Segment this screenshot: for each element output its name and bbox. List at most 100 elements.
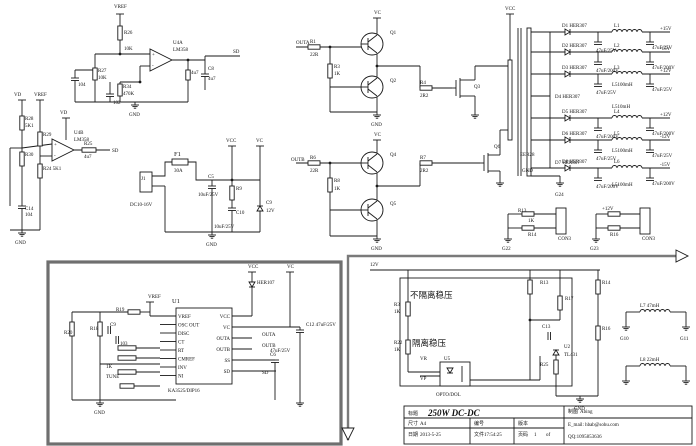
wire bbox=[21, 143, 53, 149]
title-block-sheet: 1 bbox=[534, 433, 537, 438]
inductor-l7-label: L7 47mH bbox=[640, 304, 660, 309]
transistor-q2 bbox=[360, 75, 384, 99]
resistor-r31-ref: R24 5K1 bbox=[43, 167, 62, 172]
resistor-r14-ref: R14 bbox=[528, 233, 537, 238]
hv-cap-6 bbox=[594, 177, 602, 181]
inductor-coil bbox=[611, 71, 643, 75]
hv-inductor-label-6: L6 bbox=[614, 160, 620, 165]
tl431-u2 bbox=[552, 349, 560, 356]
hv-diode-label-3: D3 HER307 bbox=[562, 66, 587, 71]
title-block-of: of bbox=[546, 433, 551, 438]
cap-c6-value: 47uF/25V bbox=[270, 349, 291, 354]
ic-u1-part: KA3525/DIP16 bbox=[168, 389, 200, 394]
resistor-r22-value: 1K bbox=[394, 348, 401, 353]
resistor-r7-value: 2R2 bbox=[420, 169, 429, 174]
p12-label-right: +12V bbox=[602, 207, 614, 212]
title-block-rev-label: 版本 bbox=[518, 420, 528, 427]
ground-symbol bbox=[373, 236, 381, 243]
transistor-q5-ref: Q5 bbox=[390, 202, 397, 207]
title-block-title-label: 标题 bbox=[408, 410, 418, 417]
capacitor-c9 bbox=[107, 326, 111, 334]
cap-c5-ref: C5 bbox=[208, 175, 214, 180]
hv-cap-out-value-6: 47uF/200V bbox=[652, 182, 675, 187]
vref-label-2: VREF bbox=[34, 93, 47, 98]
capacitor-c13 bbox=[547, 332, 551, 340]
connector-j2 bbox=[555, 207, 567, 235]
optocoupler-u5-part: OPTO/DOL bbox=[436, 393, 461, 398]
v12-label: 12V bbox=[370, 263, 379, 268]
resistor-r17 bbox=[557, 295, 563, 311]
ic-u1-pin-right-2: OUTA bbox=[217, 337, 231, 342]
title-block-size-label: 尺寸 bbox=[408, 420, 418, 427]
gnd-g23: G23 bbox=[590, 247, 599, 252]
hv-cap-out-value-2: 47uF/200V bbox=[652, 66, 675, 71]
hv-inductor-1 bbox=[611, 29, 643, 33]
connector-j3-label: CON3 bbox=[642, 237, 656, 242]
vref-label-u1: VREF bbox=[148, 295, 161, 300]
hv-cap-1 bbox=[594, 41, 602, 45]
resistor-r14 bbox=[521, 225, 535, 231]
fuse-f1-value: 30A bbox=[174, 169, 183, 174]
tl431-part: TL431 bbox=[564, 353, 578, 358]
resistor-r35 bbox=[185, 69, 191, 81]
resistor-r14b-ref: R14 bbox=[602, 281, 611, 286]
hv-cap-value-3: 47uF/25V bbox=[596, 91, 617, 96]
cap-c17-value: 104 bbox=[78, 83, 86, 88]
hv-inductor-label-3: L3 bbox=[614, 66, 620, 71]
hv-output-label-6: -15V bbox=[660, 163, 671, 168]
capacitor-c21 bbox=[18, 205, 26, 209]
inductor-coil bbox=[611, 49, 643, 53]
capacitor-c11 bbox=[115, 336, 119, 344]
title-block-date-label: 日期 bbox=[408, 432, 418, 438]
hv-cap-out-4 bbox=[646, 127, 654, 131]
hv-cap-out-value-1: 47uF/25V bbox=[652, 46, 673, 51]
cap-c8-value: 4u7 bbox=[191, 71, 199, 76]
hv-diode-1 bbox=[564, 28, 571, 36]
inductor-coil bbox=[611, 165, 643, 169]
diode-d10-value: HER107 bbox=[257, 281, 275, 286]
hv-inductor-value-4: L5100mH bbox=[612, 83, 633, 88]
transistor-collector bbox=[367, 153, 378, 162]
transistor-q1 bbox=[360, 32, 384, 56]
hv-diode-5 bbox=[564, 136, 571, 144]
op-amp-u4a: +- bbox=[149, 48, 174, 72]
op-amp-pin-minus: - bbox=[152, 64, 154, 69]
cap-c2-value: 102 bbox=[113, 101, 121, 106]
net-sd-label-top: SD bbox=[233, 50, 240, 55]
diode-body bbox=[564, 164, 571, 172]
resistor-r19 bbox=[127, 309, 141, 315]
inductor-coil bbox=[611, 29, 643, 33]
resistor-r16 bbox=[607, 225, 621, 231]
vref-label: VREF bbox=[114, 5, 127, 10]
hv-inductor-5 bbox=[611, 137, 643, 141]
schematic-wiring bbox=[9, 14, 693, 446]
diode-body bbox=[564, 114, 571, 122]
u4a-part: LM358 bbox=[173, 48, 189, 53]
hv-cap-out-1 bbox=[646, 41, 654, 45]
ic-u1-pin-left-3: CT bbox=[178, 340, 184, 345]
ic-u1-pin-right-0: VCC bbox=[220, 315, 231, 320]
resistor-r13b-ref: R13 bbox=[540, 281, 549, 286]
gnd-top-left: GND bbox=[129, 113, 140, 118]
vc-label-center: VC bbox=[256, 139, 264, 144]
inductor-coil bbox=[639, 363, 671, 367]
net-outb-label: OUTB bbox=[291, 158, 305, 163]
ground-symbol bbox=[682, 324, 690, 331]
u4b-ref: U4B bbox=[74, 131, 84, 136]
transistor-emitter bbox=[367, 164, 378, 173]
net-sd-u1: SD bbox=[262, 371, 269, 376]
title-block-email: E_mail: hbab@sohu.com bbox=[568, 423, 619, 428]
ic-u1-pin-right-1: VC bbox=[223, 326, 231, 331]
resistor-r8-value: 1K bbox=[334, 187, 341, 192]
ground-symbol bbox=[622, 378, 630, 385]
hv-inductor-label-1: L1 bbox=[614, 24, 620, 29]
u4a-ref: U4A bbox=[173, 41, 183, 46]
resistor-r3-ref: R3 bbox=[334, 65, 340, 70]
title-block-sheet-label: 页码 bbox=[518, 431, 528, 438]
zener-diode-d8 bbox=[256, 205, 264, 212]
diode-d10 bbox=[248, 281, 256, 288]
ic-u1-pin-left-1: OSC OUT bbox=[178, 323, 199, 328]
inductor-l8-label: L8 22mH bbox=[640, 358, 660, 363]
diode-body bbox=[248, 281, 256, 288]
vcc-label-center: VCC bbox=[226, 139, 237, 144]
